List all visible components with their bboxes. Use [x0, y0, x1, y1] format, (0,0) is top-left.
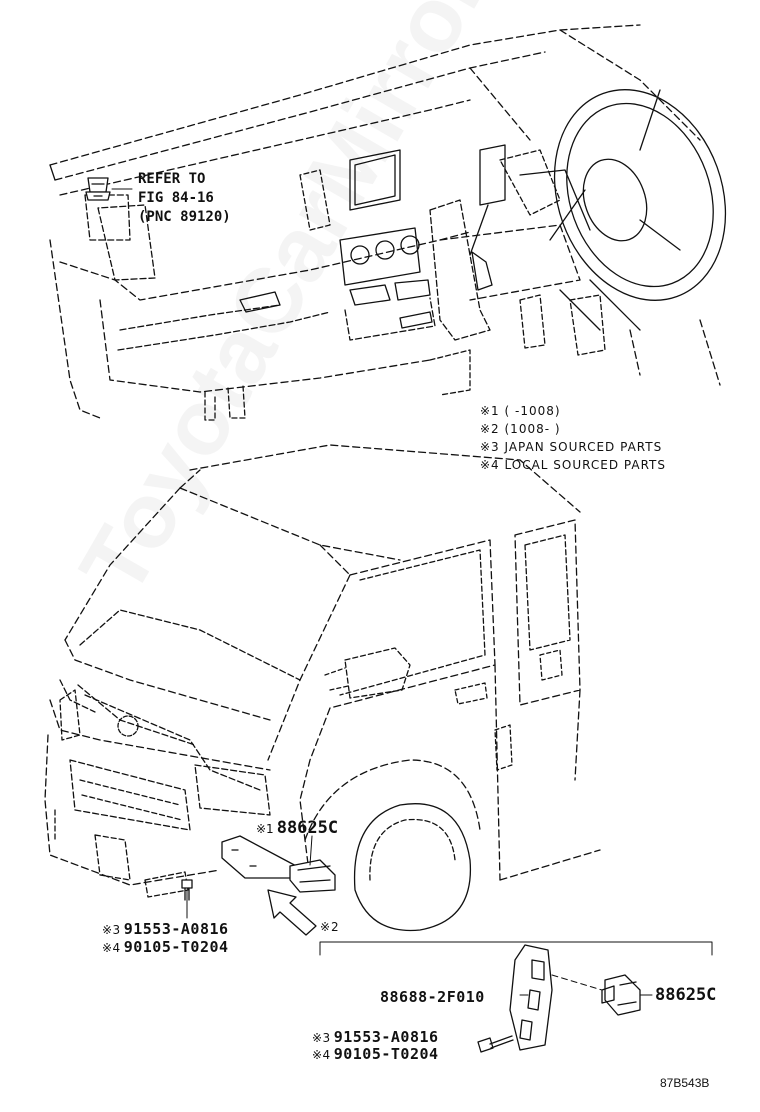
reference-note: REFER TO FIG 84-16 (PNC 89120)	[138, 170, 231, 227]
reference-line-3: (PNC 89120)	[138, 209, 231, 225]
part-number: 88625C	[276, 818, 339, 838]
part-mark: ※3	[312, 1031, 331, 1045]
legend-note-3: ※3 JAPAN SOURCED PARTS	[480, 440, 663, 454]
part-mark: ※4	[102, 941, 121, 955]
part-number: 91553-A0816	[333, 1028, 439, 1046]
legend-note-4: ※4 LOCAL SOURCED PARTS	[480, 458, 666, 472]
part-mark: ※4	[312, 1048, 331, 1062]
dashboard-illustration	[49, 24, 727, 421]
part-number: 91553-A0816	[123, 920, 229, 938]
part-mark: ※1	[256, 822, 274, 836]
legend: ※1 ( -1008) ※2 (1008- ) ※3 JAPAN SOURCED…	[480, 402, 666, 474]
legend-note-1: ※1 ( -1008)	[480, 404, 561, 418]
part-number: 90105-T0204	[333, 1045, 439, 1063]
part-mark: ※3	[102, 923, 121, 937]
arrow-mark-label: ※2	[320, 920, 340, 934]
part-label-sensor-detail[interactable]: 88625C	[655, 985, 717, 1005]
part-label-bracket[interactable]: 88688-2F010	[380, 988, 485, 1006]
figure-id: 87B543B	[660, 1076, 710, 1090]
part-number: 90105-T0204	[123, 938, 229, 956]
reference-line-2: FIG 84-16	[138, 190, 214, 206]
reference-line-1: REFER TO	[138, 171, 206, 187]
detail-illustration	[319, 941, 713, 1053]
vehicle-illustration	[44, 444, 601, 936]
legend-note-2: ※2 (1008- )	[480, 422, 561, 436]
